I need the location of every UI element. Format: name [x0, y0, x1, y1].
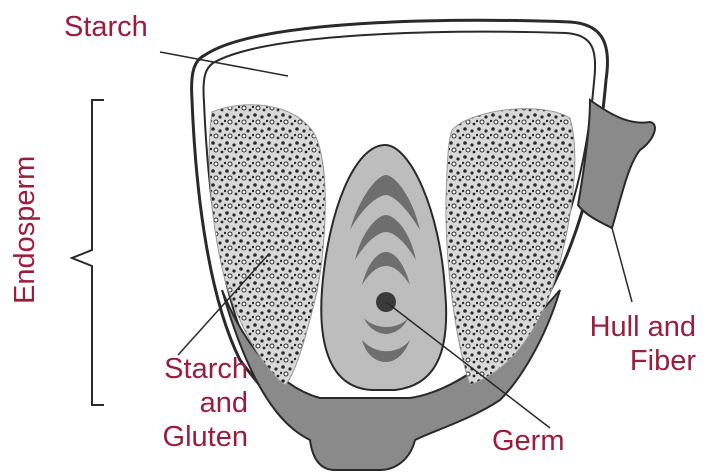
- label-starch: Starch: [64, 10, 148, 44]
- label-germ: Germ: [492, 424, 565, 458]
- label-starch-and-gluten-line3: Gluten: [118, 420, 248, 454]
- label-hull-and-fiber: Hull and Fiber: [556, 310, 696, 378]
- label-hull-and-fiber-line2: Fiber: [556, 344, 696, 378]
- hull-flap: [578, 100, 655, 228]
- label-starch-and-gluten: Starch and Gluten: [118, 352, 248, 454]
- label-starch-and-gluten-line2: and: [118, 386, 248, 420]
- label-starch-and-gluten-line1: Starch: [118, 352, 248, 386]
- leader-hull-fiber: [612, 228, 632, 302]
- label-hull-and-fiber-line1: Hull and: [556, 310, 696, 344]
- label-endosperm: Endosperm: [8, 164, 42, 304]
- endosperm-brace: [72, 100, 104, 405]
